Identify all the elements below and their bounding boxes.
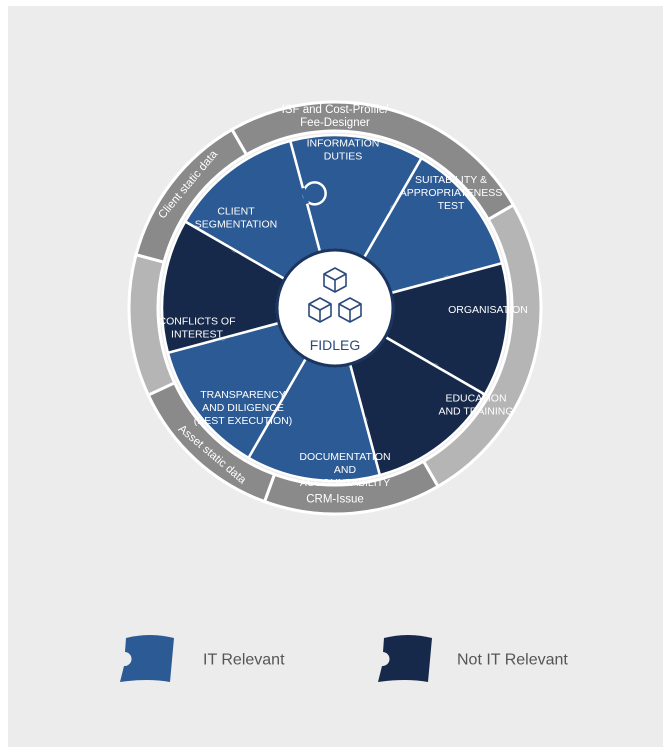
segment-label-transparency: AND DILIGENCE xyxy=(202,402,284,414)
center-circle xyxy=(275,248,395,368)
segment-label-documentation: DOCUMENTATION xyxy=(299,451,390,463)
segment-label-transparency: (BEST EXECUTION) xyxy=(194,415,292,427)
segment-label-client-segmentation: SEGMENTATION xyxy=(195,219,277,231)
ring-label-isf: ISF and Cost-Profile/ xyxy=(282,104,390,116)
segment-label-suitability: SUITABILITY & xyxy=(415,174,487,186)
legend-label-not_it: Not IT Relevant xyxy=(457,652,568,669)
ring-segment-client-static xyxy=(134,127,249,265)
segment-label-suitability: APPROPRIATENESS xyxy=(400,187,503,199)
segment-label-transparency: TRANSPARENCY xyxy=(200,389,286,401)
segment-label-organisation: ORGANISATION xyxy=(448,304,528,316)
segment-label-information-duties: INFORMATION xyxy=(307,138,380,150)
puzzle-knob-neck xyxy=(300,187,309,205)
segment-label-client-segmentation: CLIENT xyxy=(217,206,255,218)
segment-label-information-duties: DUTIES xyxy=(324,151,363,163)
segment-label-suitability: TEST xyxy=(438,200,465,212)
ring-label-isf: Fee-Designer xyxy=(300,117,370,129)
ring-label-crm: CRM-Issue xyxy=(306,494,364,506)
legend-label-it: IT Relevant xyxy=(203,652,285,669)
segment-label-education-training: EDUCATION xyxy=(445,393,506,405)
segment-label-conflicts: CONFLICTS OF xyxy=(158,316,235,328)
segment-label-documentation: AND xyxy=(334,464,357,476)
segment-label-conflicts: INTEREST xyxy=(171,329,224,341)
legend-puzzle-icon-not_it xyxy=(378,635,432,682)
cubes-icon xyxy=(308,267,362,323)
segment-label-education-training: AND TRAINING xyxy=(438,406,513,418)
center-title: FIDLEG xyxy=(310,337,361,353)
segment-label-documentation: ACCOUNTABILITY xyxy=(300,477,390,489)
legend-puzzle-icon-it xyxy=(120,635,174,682)
